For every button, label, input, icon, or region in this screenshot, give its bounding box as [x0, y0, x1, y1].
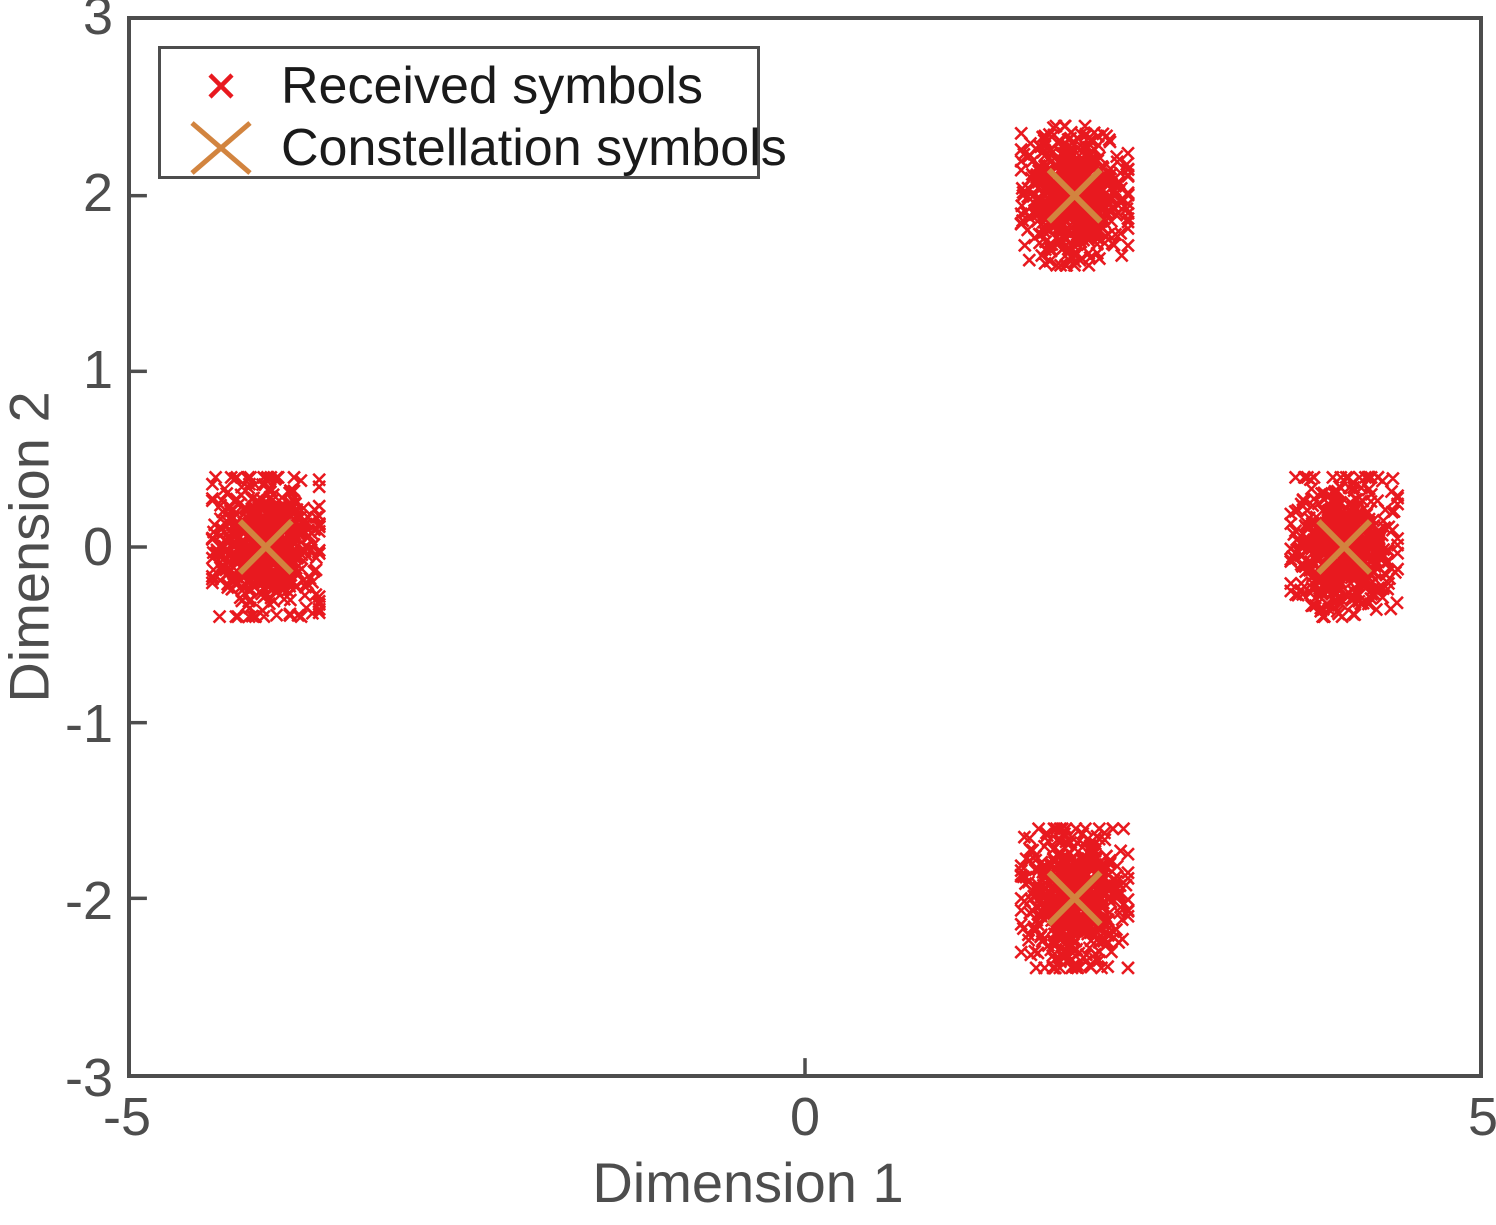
legend-label-constellation-symbols: Constellation symbols [281, 119, 787, 177]
y-tick-label-3: 3 [82, 0, 113, 46]
y-axis-title: Dimension 2 [0, 391, 62, 703]
y-tick-label-2: 2 [82, 163, 113, 223]
received-symbols-layer [205, 119, 1405, 975]
axis-tick-marks [131, 193, 807, 1074]
y-tick-label-0: 0 [82, 517, 113, 577]
y-tick-label-neg3: -3 [64, 1048, 113, 1108]
y-axis-title-container: Dimension 2 [0, 0, 62, 1094]
legend-entry-constellation-symbols: Constellation symbols [161, 117, 787, 179]
legend-marker-x-red-icon [161, 64, 281, 108]
received-symbols-cloud [205, 119, 1405, 975]
plot-area [127, 16, 1483, 1078]
y-tick-label-1: 1 [82, 340, 113, 400]
constellation-symbol-marker-3 [1046, 870, 1103, 927]
x-tick-label-5: 5 [1467, 1087, 1496, 1147]
y-tick-label-neg1: -1 [64, 694, 113, 754]
legend-marker-x-orange-icon [161, 111, 281, 185]
legend-label-received-symbols: Received symbols [281, 57, 703, 115]
constellation-symbol-marker-0 [237, 519, 294, 575]
y-tick-label-neg2: -2 [64, 871, 113, 931]
x-tick-label-0: 0 [789, 1087, 821, 1147]
constellation-symbol-marker-2 [1316, 519, 1373, 575]
legend: Received symbols Constellation symbols [158, 46, 787, 179]
x-axis-title: Dimension 1 [592, 1151, 904, 1214]
x-tick-label-neg5: -5 [102, 1087, 152, 1147]
scatter-plot-svg [131, 119, 1405, 1074]
legend-entry-received-symbols: Received symbols [161, 55, 757, 117]
constellation-symbol-marker-1 [1046, 167, 1103, 224]
constellation-symbols-layer [237, 167, 1373, 927]
